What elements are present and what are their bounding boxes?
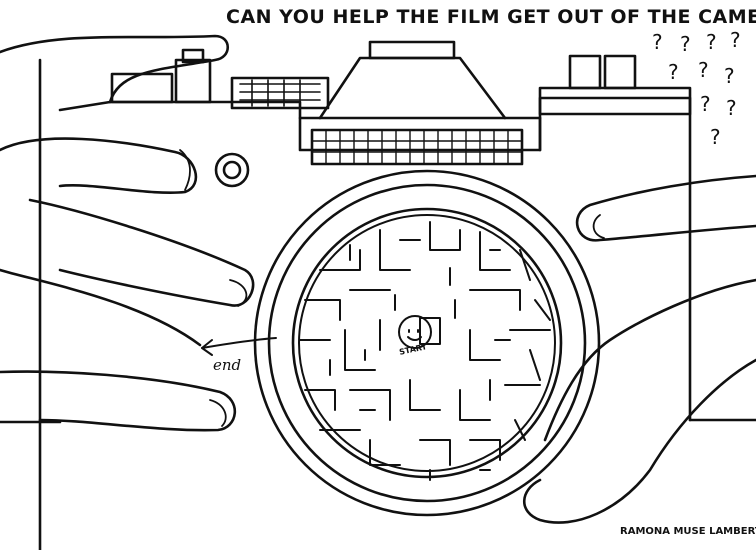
camera-body (0, 40, 756, 550)
question-mark: ? (726, 96, 737, 120)
artist-credit: RAMONA MUSE LAMBERT (620, 526, 756, 537)
film-canister-icon (398, 315, 441, 349)
question-mark: ? (700, 92, 711, 116)
page-title: CAN YOU HELP THE FILM GET OUT OF THE CAM… (226, 6, 756, 28)
question-mark: ? (668, 60, 679, 84)
right-hand (523, 174, 756, 524)
maze-end-label: end (213, 356, 242, 374)
left-hand (0, 34, 255, 432)
exit-arrow-icon (201, 337, 277, 356)
question-mark: ? (730, 28, 741, 52)
question-mark: ? (698, 58, 709, 82)
question-mark: ? (710, 125, 721, 149)
question-mark: ? (706, 30, 717, 54)
lens (253, 169, 601, 517)
question-mark: ? (724, 64, 735, 88)
question-mark: ? (652, 30, 663, 54)
maze (298, 214, 556, 481)
question-mark: ? (680, 32, 691, 56)
